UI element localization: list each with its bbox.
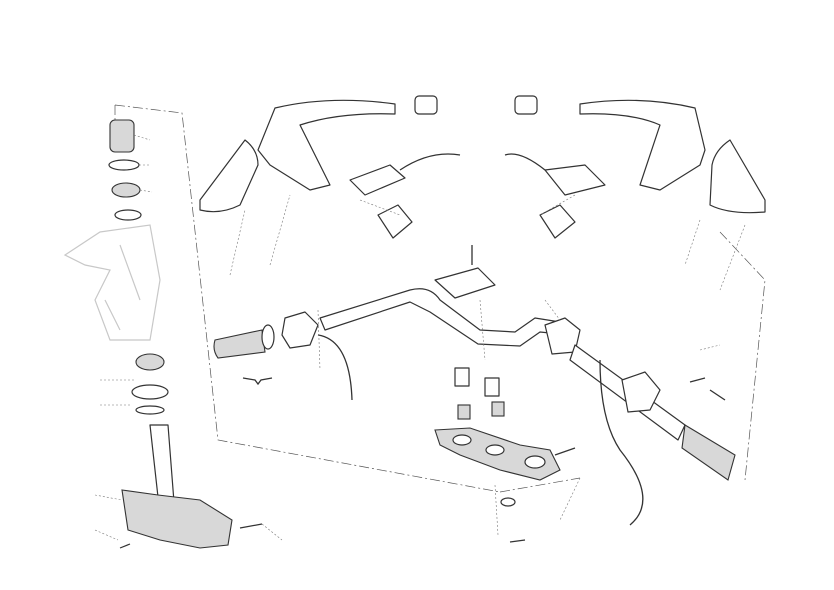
left-bushing bbox=[457, 404, 471, 420]
left-mirror-bracket bbox=[257, 99, 396, 191]
left-grip-ring bbox=[261, 324, 275, 350]
right-mirror-bracket bbox=[579, 99, 706, 191]
clamp-bolt bbox=[239, 523, 263, 529]
right-grip bbox=[681, 424, 736, 481]
top-yoke-assembly bbox=[434, 245, 576, 543]
left-lever-bracket bbox=[349, 164, 406, 196]
pinch-bolt bbox=[119, 543, 131, 549]
right-plate bbox=[539, 204, 576, 239]
spacer-left bbox=[689, 377, 706, 383]
throttle-cable bbox=[599, 359, 644, 526]
yoke-hole-center bbox=[485, 444, 505, 456]
left-grip bbox=[213, 329, 266, 359]
yoke-bolt bbox=[554, 447, 576, 456]
lower-yoke bbox=[121, 489, 233, 549]
washer bbox=[108, 159, 140, 171]
leader-lines bbox=[94, 134, 746, 541]
bottom-bolt bbox=[509, 539, 526, 543]
frame-ghost bbox=[63, 224, 161, 341]
bearing-race bbox=[131, 384, 169, 400]
right-lever-bracket bbox=[544, 164, 606, 196]
brace-mark bbox=[242, 377, 273, 386]
ring-nut bbox=[111, 182, 141, 198]
left-switch-cable bbox=[317, 334, 353, 401]
handlebar-top-clamp bbox=[434, 267, 496, 299]
left-mirror-assembly bbox=[199, 95, 461, 239]
left-plate bbox=[377, 204, 413, 239]
right-riser bbox=[484, 377, 500, 397]
upper-bearing bbox=[135, 353, 165, 371]
yoke-hole-right bbox=[524, 455, 546, 469]
dust-seal bbox=[135, 405, 165, 415]
left-mirror bbox=[199, 139, 259, 213]
right-bar-clamp bbox=[514, 95, 538, 115]
yoke-hole-left bbox=[452, 434, 472, 446]
steering-stem-parts bbox=[63, 119, 263, 549]
right-cable bbox=[504, 153, 546, 171]
right-mirror-assembly bbox=[504, 95, 766, 239]
assembly-boundary-lines bbox=[114, 104, 766, 493]
stem-nut bbox=[109, 119, 135, 153]
spacer-right bbox=[709, 389, 726, 401]
handlebar bbox=[213, 288, 736, 526]
handlebar-tube bbox=[319, 288, 561, 347]
throttle-housing bbox=[621, 371, 661, 413]
left-switch-housing bbox=[281, 311, 319, 349]
left-bar-clamp bbox=[414, 95, 438, 115]
yoke-nut bbox=[500, 497, 516, 507]
right-mirror bbox=[709, 139, 766, 214]
seal bbox=[114, 209, 142, 221]
left-cable bbox=[399, 153, 461, 171]
left-riser bbox=[454, 367, 470, 387]
right-bushing bbox=[491, 401, 505, 417]
right-switch-housing bbox=[544, 317, 581, 355]
